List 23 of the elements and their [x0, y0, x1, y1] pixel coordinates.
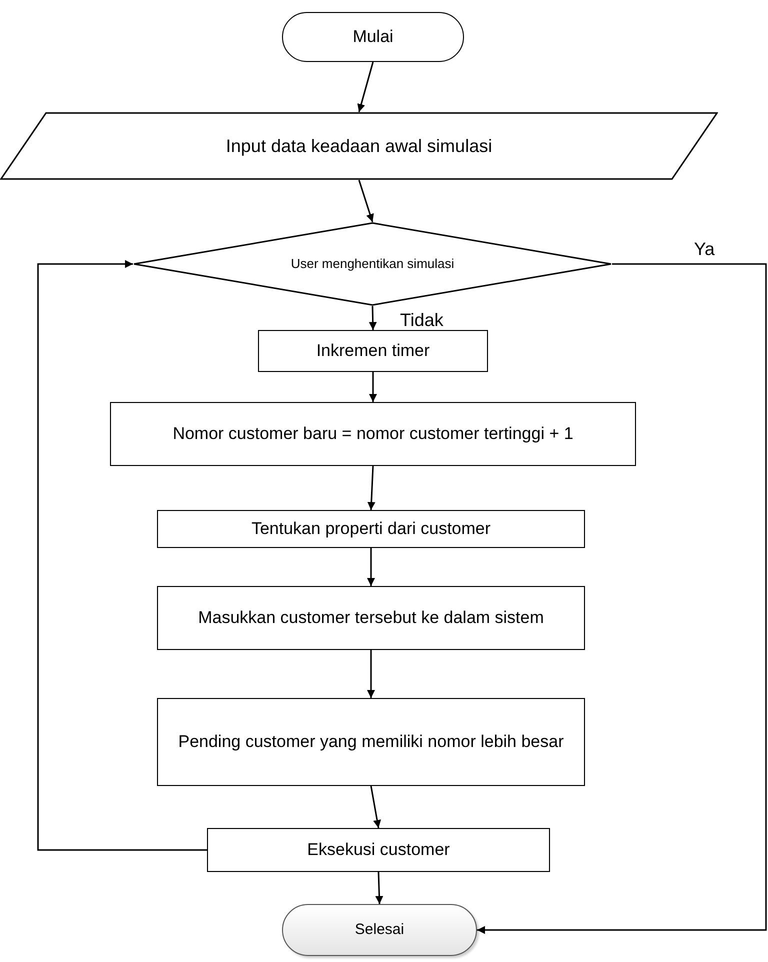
terminal-shape: Mulai: [282, 12, 464, 62]
arrow: [37, 260, 207, 851]
process-box: Nomor customer baru = nomor customer tertinggi + 1: [110, 402, 636, 466]
arrow: [358, 180, 374, 222]
arrow: [367, 650, 375, 698]
edge-label: Tidak: [398, 311, 446, 329]
arrow: [375, 872, 384, 904]
process-box: Eksekusi customer: [207, 828, 550, 872]
decision-diamond: User menghentikan simulasi: [133, 222, 612, 306]
process-box: Pending customer yang memiliki nomor lebih besar: [157, 698, 585, 786]
arrow: [367, 548, 375, 586]
process-box: Inkremen timer: [258, 330, 488, 372]
arrow: [357, 62, 374, 112]
edge-label: Ya: [692, 240, 717, 258]
process-box: Masukkan customer tersebut ke dalam sistem: [157, 586, 585, 650]
process-box: Tentukan properti dari customer: [157, 510, 585, 548]
arrow: [370, 786, 382, 828]
terminal-shape: Selesai: [282, 904, 477, 956]
arrow: [368, 306, 377, 330]
arrow: [477, 263, 767, 934]
input-parallelogram: Input data keadaan awal simulasi: [0, 112, 718, 180]
arrow: [367, 466, 376, 510]
arrow: [369, 372, 377, 402]
